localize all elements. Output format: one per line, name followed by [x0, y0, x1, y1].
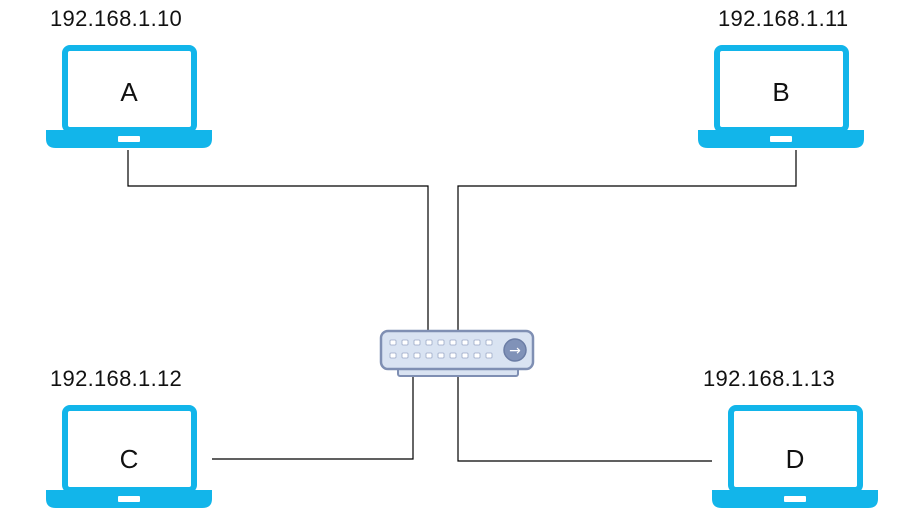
- wire-b-switch: [457, 150, 797, 330]
- wire-a-switch: [127, 150, 429, 330]
- laptop-a-icon: A: [46, 45, 212, 148]
- wire-c-switch: [212, 376, 414, 460]
- host-a-ip-label: 192.168.1.10: [50, 6, 183, 31]
- laptop-b-label: B: [772, 77, 789, 107]
- laptop-d-icon: D: [712, 405, 878, 508]
- network-switch-icon: →: [379, 329, 535, 377]
- host-c-ip-label: 192.168.1.12: [50, 366, 183, 391]
- laptop-d-label: D: [786, 444, 805, 474]
- laptop-b-icon: B: [698, 45, 864, 148]
- switch-arrow-icon: →: [509, 343, 521, 359]
- laptop-c-label: C: [120, 444, 139, 474]
- host-d-ip-label: 192.168.1.13: [703, 366, 836, 391]
- laptop-a-label: A: [120, 77, 138, 107]
- switch-uplink-circle: [503, 338, 527, 362]
- laptop-c-icon: C: [46, 405, 212, 508]
- host-b-ip-label: 192.168.1.11: [718, 6, 849, 31]
- wire-d-switch: [457, 376, 712, 462]
